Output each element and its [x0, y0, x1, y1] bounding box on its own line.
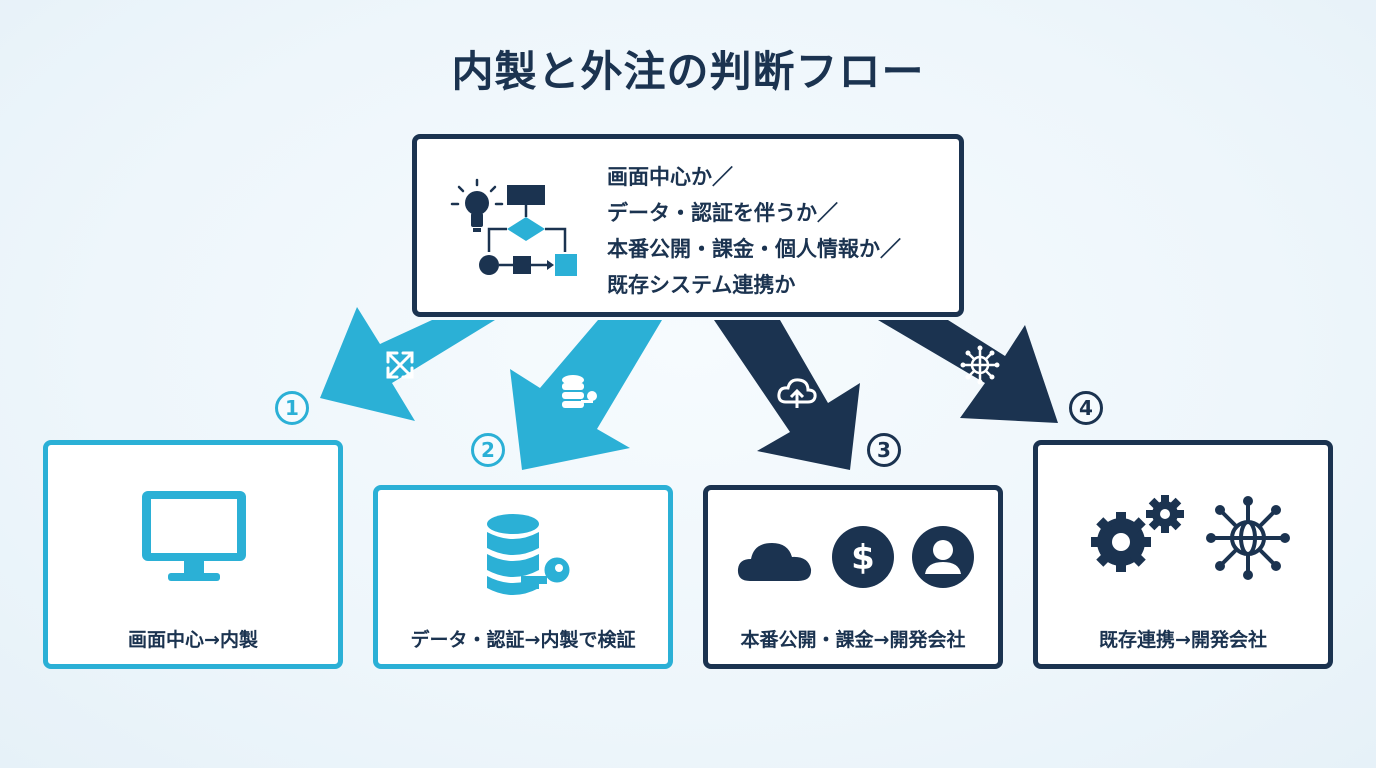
gears-icon — [1091, 495, 1184, 572]
question-box: 画面中心か／ データ・認証を伴うか／ 本番公開・課金・個人情報か／ 既存システム… — [412, 134, 964, 317]
page-title: 内製と外注の判断フロー — [451, 47, 925, 96]
network-globe-icon — [1206, 496, 1290, 580]
database-key-icon — [562, 375, 597, 408]
svg-text:$: $ — [851, 538, 875, 578]
branch-label-3: 本番公開・課金→開発会社 — [740, 629, 966, 651]
arrow-2 — [510, 320, 662, 470]
branch-number-2: 2 — [471, 433, 505, 467]
branch-box-2: データ・認証→内製で検証 — [373, 485, 673, 669]
branch-number-4: 4 — [1069, 391, 1103, 425]
question-line: 既存システム連携か — [607, 273, 796, 297]
branch-box-4: 既存連携→開発会社 — [1033, 440, 1333, 669]
branch-label-2: データ・認証→内製で検証 — [410, 629, 636, 651]
branch-number-3: 3 — [867, 433, 901, 467]
branch-label-1: 画面中心→内製 — [128, 629, 258, 651]
database-key-icon — [487, 514, 573, 595]
cloud-upload-icon — [777, 378, 817, 408]
dollar-icon: $ — [832, 526, 894, 588]
branch-label-4: 既存連携→開発会社 — [1099, 629, 1267, 651]
question-line: 本番公開・課金・個人情報か／ — [607, 237, 901, 261]
user-icon — [912, 526, 974, 588]
branch-box-3: $ 本番公開・課金→開発会社 — [703, 485, 1003, 669]
branch-box-1: 画面中心→内製 — [43, 440, 343, 669]
question-line: データ・認証を伴うか／ — [607, 201, 838, 225]
cloud-icon — [737, 543, 812, 581]
question-line: 画面中心か／ — [607, 165, 733, 189]
question-text: 画面中心か／ データ・認証を伴うか／ 本番公開・課金・個人情報か／ 既存システム… — [607, 159, 957, 303]
network-globe-icon — [960, 345, 1000, 385]
arrow-3 — [714, 320, 860, 470]
arrow-1 — [320, 307, 495, 421]
expand-arrows-icon — [386, 351, 414, 379]
arrow-4 — [878, 320, 1058, 423]
monitor-icon — [142, 491, 246, 581]
lightbulb-flowchart-icon — [450, 178, 577, 276]
branch-number-1: 1 — [275, 391, 309, 425]
